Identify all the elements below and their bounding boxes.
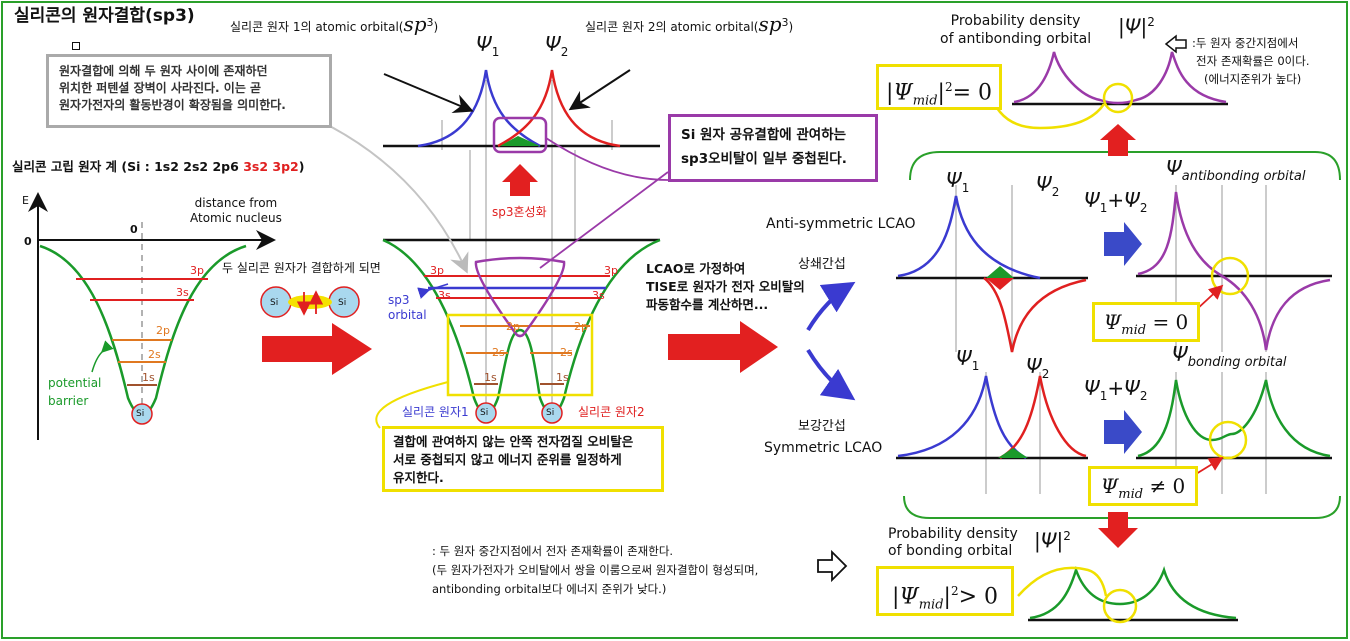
level-3p: 3p — [190, 264, 204, 277]
bonding-label: Ψbonding orbital — [1172, 342, 1287, 370]
anti-mid-eq: Ψmid = 0 — [1092, 302, 1200, 342]
axis-zero-label: 0 — [24, 235, 32, 248]
origin-zero-label: 0 — [130, 223, 138, 236]
orbital1-label: 실리콘 원자 1의 atomic orbital(sp3) — [230, 12, 439, 36]
page-title: 실리콘의 원자결합(sp3) — [14, 6, 195, 26]
middle-level-2s-right: 2s — [560, 346, 573, 359]
psi1-anti: Ψ1 — [946, 168, 970, 195]
psi2-bond: Ψ2 — [1026, 354, 1050, 381]
si-label-mid1: Si — [480, 408, 489, 418]
psi1-top: Ψ1 — [476, 32, 500, 59]
psi2-top: Ψ2 — [545, 32, 569, 59]
antibonding-label: Ψantibonding orbital — [1166, 156, 1306, 184]
bonding-transition-label: 두 실리콘 원자가 결합하게 되면 — [222, 261, 381, 275]
bonding-mid-eq: |Ψmid|2> 0 — [876, 566, 1014, 616]
isolated-atom-panel — [28, 192, 276, 440]
si-label-left: Si — [136, 409, 145, 419]
lcao-panel — [896, 124, 1341, 548]
isolated-system-label: 실리콘 고립 원자 계 (Si : 1s2 2s2 2p6 3s2 3p2) — [12, 159, 305, 174]
psi1-bond: Ψ1 — [956, 346, 980, 373]
middle-level-2p-right: 2p — [574, 320, 588, 333]
bonding-transition — [260, 286, 372, 375]
orbital2-label: 실리콘 원자 2의 atomic orbital(sp3) — [585, 12, 794, 36]
middle-level-3s-left: 3s — [438, 289, 451, 302]
bonding-density-plot — [817, 549, 1238, 624]
si-label-mid2: Si — [546, 408, 555, 418]
arrow-lcao — [668, 321, 778, 373]
atom1-label: 실리콘 원자1 — [402, 405, 469, 419]
middle-level-2s-left: 2s — [492, 346, 505, 359]
level-1s: 1s — [142, 371, 155, 384]
level-3s: 3s — [176, 286, 189, 299]
atom2-label: 실리콘 원자2 — [578, 405, 645, 419]
middle-level-2p-left: 2p — [506, 320, 520, 333]
hybridization-label: sp3혼성화 — [492, 205, 547, 219]
bonding-abs-psi: |Ψ|2 — [1034, 528, 1071, 553]
middle-level-3p-left: 3p — [430, 264, 444, 277]
middle-level-1s-right: 1s — [556, 371, 569, 384]
arrow-bond — [262, 323, 372, 375]
antibonding-abs-psi: |Ψ|2 — [1118, 14, 1155, 39]
antibonding-mid-eq: |Ψmid|2= 0 — [876, 64, 1002, 110]
title-marker — [72, 42, 80, 50]
bond-si-right: Si — [338, 298, 347, 308]
bond-mid-eq: Ψmid ≠ 0 — [1088, 466, 1198, 506]
sym-lcao-label: Symmetric LCAO — [764, 440, 883, 456]
bond-sum-expr: Ψ1+Ψ2 — [1084, 376, 1148, 403]
constructive-label: 보강간섭 — [798, 419, 846, 434]
destructive-label: 상쇄간섭 — [798, 257, 846, 272]
si-nucleus — [131, 403, 153, 425]
anti-lcao-label: Anti-symmetric LCAO — [766, 216, 916, 232]
bonded-pair-panel — [317, 69, 669, 429]
middle-level-1s-left: 1s — [484, 371, 497, 384]
middle-level-3p-right: 3p — [604, 264, 618, 277]
level-2p: 2p — [156, 324, 170, 337]
antibonding-density-plot — [988, 34, 1228, 130]
bonding-density-note: : 두 원자 중간지점에서 전자 존재확률이 존재한다.(두 원자가전자가 오비… — [432, 544, 759, 596]
level-2s: 2s — [148, 348, 161, 361]
bond-si-left: Si — [270, 298, 279, 308]
anti-sum-expr: Ψ1+Ψ2 — [1084, 188, 1148, 215]
axis-e-label: E — [22, 194, 29, 207]
psi2-anti: Ψ2 — [1036, 172, 1060, 199]
middle-level-3s-right: 3s — [592, 289, 605, 302]
